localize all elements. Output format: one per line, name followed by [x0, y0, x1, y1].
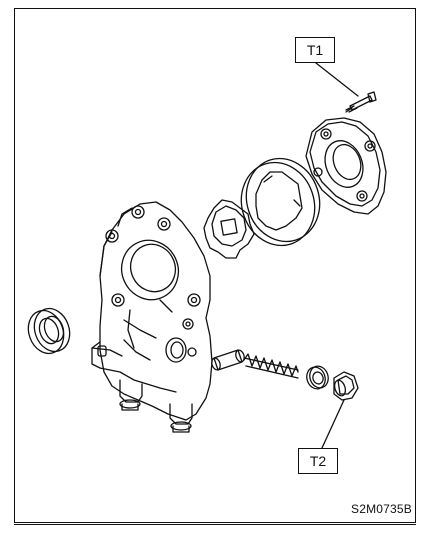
bottom-rule	[14, 524, 416, 525]
relief-valve-spring	[243, 353, 299, 379]
plug-washer	[306, 365, 329, 390]
torque-callout-t2: T2	[298, 448, 338, 474]
outer-rotor	[240, 157, 321, 247]
oil-seal	[27, 307, 71, 355]
diagram-frame	[14, 8, 416, 523]
pump-cover	[305, 117, 387, 215]
inner-rotor	[203, 199, 255, 259]
cover-screw	[345, 91, 377, 113]
relief-valve-plug	[333, 371, 359, 401]
oil-pump-housing	[91, 201, 213, 433]
t1-leader-line	[315, 62, 359, 97]
torque-callout-t1: T1	[295, 37, 335, 63]
relief-valve-plunger	[211, 349, 245, 371]
figure-id: S2M0735B	[351, 502, 412, 516]
t2-leader-line	[321, 399, 345, 449]
